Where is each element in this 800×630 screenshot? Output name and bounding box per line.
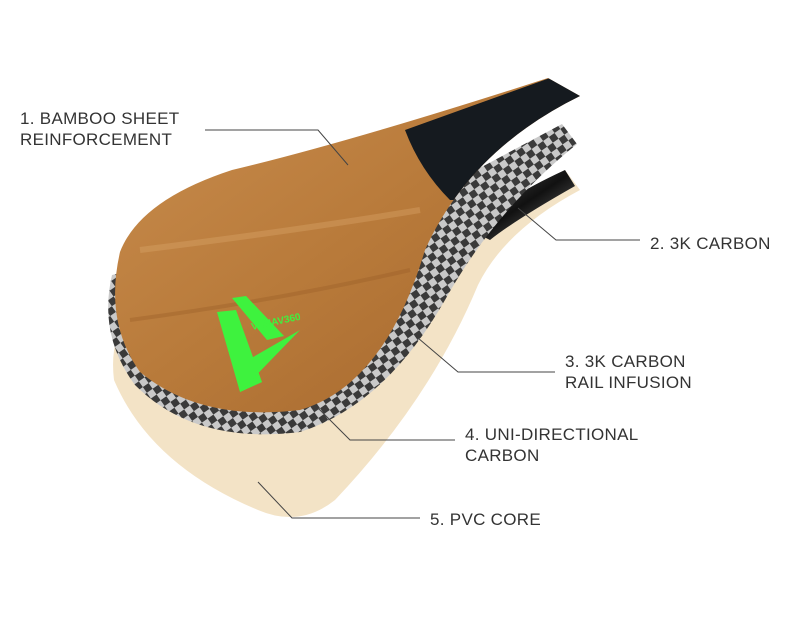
leader-line-4 — [317, 407, 455, 441]
leader-line-2 — [517, 207, 640, 241]
label-pvc-core: 5. PVC CORE — [430, 509, 541, 530]
leader-lines — [205, 129, 640, 519]
label-line: REINFORCEMENT — [20, 130, 173, 149]
label-line: 1. BAMBOO SHEET — [20, 109, 180, 128]
leader-line-5 — [257, 481, 420, 519]
label-3k-carbon: 2. 3K CARBON — [650, 233, 771, 254]
label-uni-directional: 4. UNI-DIRECTIONAL CARBON — [465, 424, 639, 466]
label-line: 4. UNI-DIRECTIONAL — [465, 425, 639, 444]
label-carbon-rail: 3. 3K CARBON RAIL INFUSION — [565, 351, 692, 393]
label-line: 2. 3K CARBON — [650, 234, 771, 253]
label-line: RAIL INFUSION — [565, 373, 693, 392]
leader-line-1 — [205, 129, 349, 166]
label-line: 5. PVC CORE — [430, 510, 541, 529]
logo: VANAV360 — [217, 296, 302, 392]
leader-line-3 — [417, 337, 555, 373]
label-line: CARBON — [465, 446, 540, 465]
label-bamboo-sheet: 1. BAMBOO SHEET REINFORCEMENT — [20, 108, 179, 150]
bamboo-sheet-layer — [115, 78, 581, 413]
label-line: 3. 3K CARBON — [565, 352, 686, 371]
